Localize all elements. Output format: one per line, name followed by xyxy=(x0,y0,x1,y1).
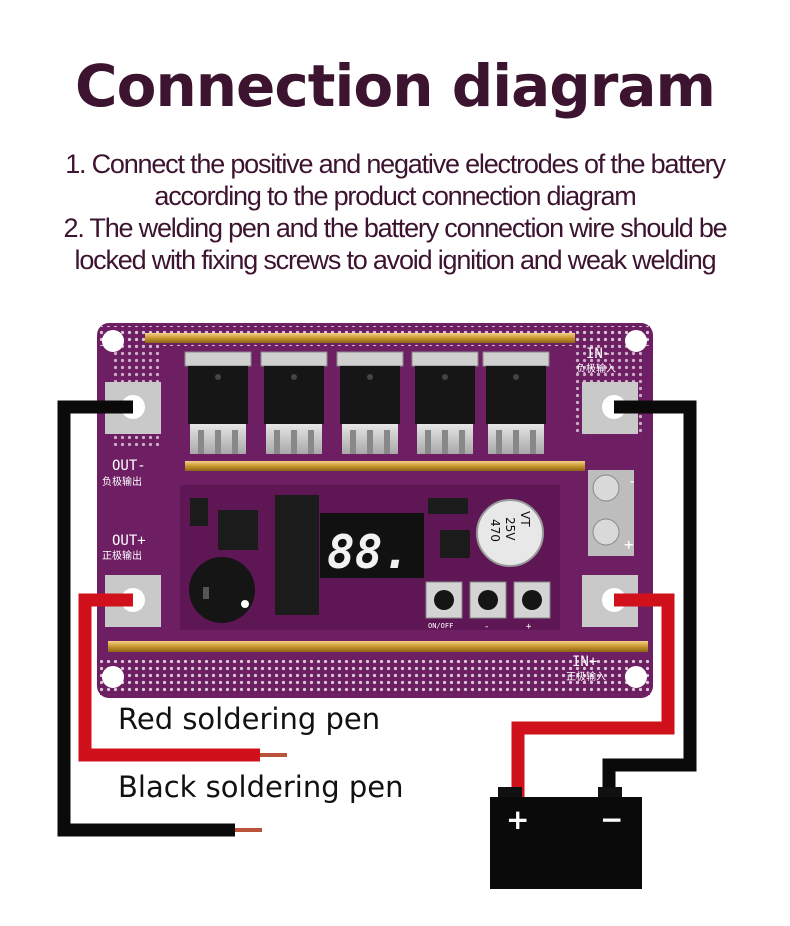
tact-button-2 xyxy=(469,581,507,619)
capacitor xyxy=(476,499,544,567)
display-readout: 88. xyxy=(327,525,410,579)
out-minus-cn-label: 负极输出 xyxy=(102,475,142,488)
black-pen-wire xyxy=(57,400,235,837)
instruction-line-4: locked with fixing screws to avoid ignit… xyxy=(74,245,717,275)
mosfet-row xyxy=(184,351,550,454)
capacitor-voltage: 25V xyxy=(503,517,517,541)
out-minus-label: OUT- xyxy=(112,458,146,474)
diagram-title: Connection diagram xyxy=(75,52,716,120)
terminal-minus-label: - xyxy=(628,474,636,490)
tact-button-1 xyxy=(425,581,463,619)
button-plus-label: + xyxy=(526,622,532,632)
in-plus-cn-label: 正极输入 xyxy=(566,670,606,683)
seven-segment-display xyxy=(320,513,424,578)
battery-plus-label: + xyxy=(506,803,529,836)
tact-button-3 xyxy=(513,581,551,619)
buzzer xyxy=(189,557,255,623)
mount-hole-top-left xyxy=(102,330,124,352)
out-plus-label: OUT+ xyxy=(112,533,146,549)
instruction-line-1: 1. Connect the positive and negative ele… xyxy=(65,149,726,179)
terminal-plus-label: + xyxy=(624,535,634,554)
bottom-busbar xyxy=(108,641,648,652)
mount-hole-bottom-right xyxy=(625,666,647,688)
mosfet-2 xyxy=(260,351,328,454)
instruction-line-3: 2. The welding pen and the battery conne… xyxy=(63,213,728,243)
battery: + − xyxy=(490,787,642,889)
in-minus-label: IN- xyxy=(586,346,611,362)
battery-positive-wire xyxy=(511,593,675,800)
mount-hole-bottom-left xyxy=(102,666,124,688)
red-pen-label: Red soldering pen xyxy=(118,702,381,736)
instruction-line-2: according to the product connection diag… xyxy=(154,181,636,211)
black-pen-label: Black soldering pen xyxy=(118,770,404,804)
top-busbar xyxy=(145,333,575,343)
button-minus-label: - xyxy=(484,622,489,632)
capacitor-mark: VT xyxy=(518,511,532,527)
in-minus-cn-label: 负极输入 xyxy=(576,362,616,375)
battery-minus-label: − xyxy=(600,803,623,836)
button-onoff-label: ON/OFF xyxy=(428,622,453,630)
mosfet-3 xyxy=(336,351,404,454)
middle-busbar xyxy=(185,461,585,471)
capacitor-value: 470 xyxy=(488,519,502,542)
in-plus-label: IN+ xyxy=(572,654,597,670)
power-terminal: - + xyxy=(588,470,636,556)
out-plus-cn-label: 正极输出 xyxy=(102,549,142,562)
mosfet-4 xyxy=(411,351,479,454)
mosfet-5 xyxy=(482,351,550,454)
mount-hole-top-right xyxy=(625,330,647,352)
mosfet-1 xyxy=(184,351,252,454)
red-pen-wire xyxy=(78,593,260,762)
control-area: 88. VT 25V 470 ON/OFF - + xyxy=(180,485,560,632)
battery-negative-wire xyxy=(602,400,697,800)
